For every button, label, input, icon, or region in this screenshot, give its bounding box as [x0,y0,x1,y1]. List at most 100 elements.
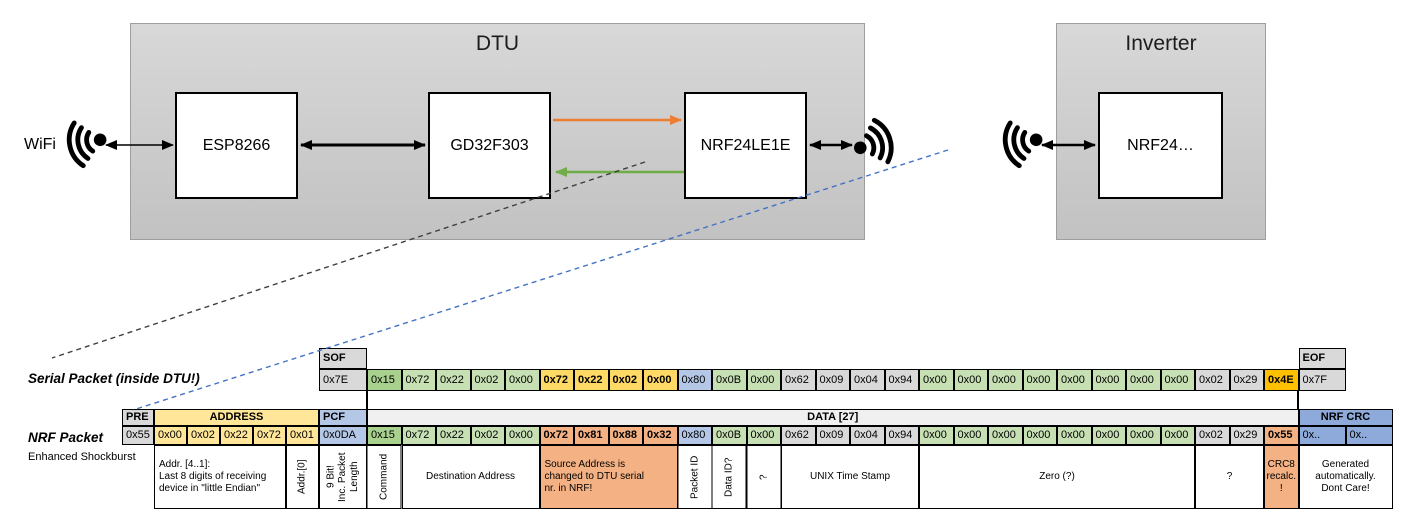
packet-id-note: Packet ID [677,445,712,509]
inverter-nrf24-box: NRF24… [1098,92,1223,199]
right-connector-line [1297,390,1299,410]
serial-byte: 0x62 [781,369,816,391]
nrf-crc-header: NRF CRC [1298,409,1393,426]
data-header: DATA [27] [367,409,1299,426]
address-byte: 0x02 [187,426,220,445]
pcf-header: PCF [319,409,367,426]
nrf-byte: 0x72 [401,426,436,445]
serial-byte: 0x00 [1160,369,1195,391]
crc-byte: 0x.. [1345,426,1393,445]
nrf-packet-label: NRF Packet [28,430,104,445]
serial-byte: 0x80 [677,369,712,391]
inverter-title: Inverter [1125,32,1197,55]
sof-header: SOF [319,348,367,369]
unix-note: UNIX Time Stamp [781,445,919,509]
nrf-byte: 0x02 [1195,426,1230,445]
eof-header: EOF [1298,348,1346,369]
serial-byte: 0x00 [1091,369,1126,391]
nrf-byte: 0x29 [1229,426,1264,445]
crc8-note: CRC8 recalc. ! [1264,445,1299,509]
nrf-byte: 0x55 [1264,426,1299,445]
nrf-byte: 0x09 [815,426,850,445]
serial-byte: 0x22 [436,369,471,391]
source-note: Source Address is changed to DTU serial … [539,445,678,509]
inverter-container: Inverter [1056,23,1266,240]
serial-byte: 0x4E [1264,369,1299,391]
enhanced-shockburst-label: Enhanced Shockburst [28,451,136,463]
serial-byte: 0x00 [643,369,678,391]
nrf-byte: 0x00 [1126,426,1161,445]
sof-byte: 0x7E [319,369,367,391]
data-id-note: Data ID? [712,445,747,509]
addr41-note: Addr. [4..1]: Last 8 digits of receiving… [154,445,286,509]
pcf-byte: 0x0DA [319,426,367,445]
serial-byte: 0x29 [1229,369,1264,391]
serial-byte: 0x00 [1022,369,1057,391]
address-byte: 0x01 [286,426,319,445]
wifi-icon [66,120,107,169]
esp8266-box: ESP8266 [175,92,298,199]
nrf-byte: 0x15 [367,426,402,445]
nrf-byte: 0x00 [746,426,781,445]
nrf-byte: 0x00 [1057,426,1092,445]
serial-byte: 0x00 [746,369,781,391]
nrf-byte: 0x02 [470,426,505,445]
address-byte: 0x22 [220,426,253,445]
nrf-byte: 0x32 [643,426,678,445]
nrf-byte: 0x72 [539,426,574,445]
serial-byte: 0x15 [367,369,402,391]
serial-byte: 0x09 [815,369,850,391]
gd32f303-box: GD32F303 [428,92,551,199]
serial-byte: 0x00 [919,369,954,391]
address-header: ADDRESS [154,409,319,426]
nrf-byte: 0x00 [1160,426,1195,445]
serial-byte: 0x0B [712,369,747,391]
inverter-wifi-icon [1002,120,1043,169]
nrf-byte: 0x00 [988,426,1023,445]
destination-note: Destination Address [401,445,540,509]
eof-byte: 0x7F [1298,369,1346,391]
nrf-byte: 0x04 [850,426,885,445]
nrf-byte: 0x00 [953,426,988,445]
address-byte: 0x72 [253,426,286,445]
nrf-byte: 0x62 [781,426,816,445]
serial-byte: 0x02 [1195,369,1230,391]
crc-byte: 0x.. [1298,426,1346,445]
address-byte: 0x00 [154,426,187,445]
serial-byte: 0x72 [401,369,436,391]
serial-byte: 0x00 [1126,369,1161,391]
serial-byte: 0x22 [574,369,609,391]
serial-byte: 0x94 [884,369,919,391]
nrf-byte: 0x88 [608,426,643,445]
command-note: Command [367,445,402,509]
serial-byte: 0x00 [988,369,1023,391]
wifi-label: WiFi [24,136,56,153]
serial-byte: 0x02 [470,369,505,391]
nrf-byte: 0x81 [574,426,609,445]
nrf-byte: 0x00 [1091,426,1126,445]
serial-byte: 0x04 [850,369,885,391]
serial-byte: 0x72 [539,369,574,391]
preamble-byte: 0x55 [122,426,154,445]
nrf-byte: 0x00 [505,426,540,445]
zero-note: Zero (?) [919,445,1195,509]
nrf-byte: 0x00 [1022,426,1057,445]
nrf-byte: 0x80 [677,426,712,445]
serial-byte: 0x00 [1057,369,1092,391]
nrf-byte: 0x22 [436,426,471,445]
serial-byte: 0x00 [505,369,540,391]
pcf-note: 9 Bit! Inc. Packet Length [319,445,367,509]
pre-header: PRE [122,409,154,426]
antenna-icon [854,117,894,165]
addr0-note: Addr.[0] [286,445,319,509]
nrf24le1e-box: NRF24LE1E [684,92,807,199]
serial-byte: 0x02 [608,369,643,391]
nrf-byte: 0x94 [884,426,919,445]
unknown2-note: ? [1195,445,1264,509]
nrf-byte: 0x0B [712,426,747,445]
unknown1-note: ? [746,445,781,509]
dtu-title: DTU [475,32,520,55]
crc-generated-note: Generated automatically. Dont Care! [1298,445,1393,509]
